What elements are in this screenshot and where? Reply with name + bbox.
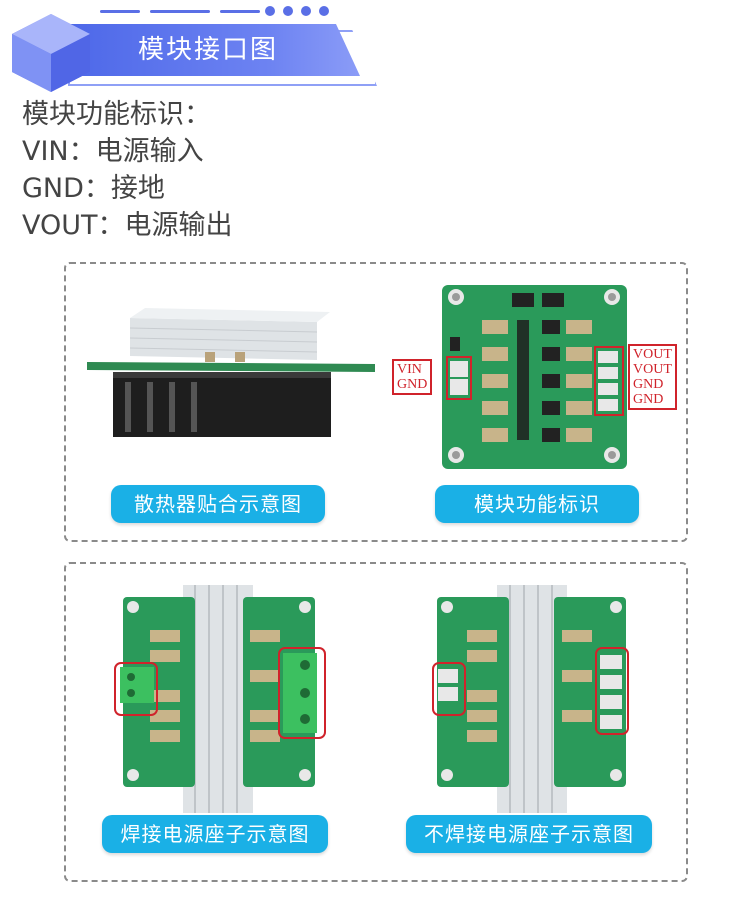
legend-gnd: GND：接地 [22, 173, 165, 204]
legend-heading: 模块功能标识： [22, 99, 211, 130]
output-label-vout-1: VOUT [633, 347, 672, 362]
input-label-vin: VIN [397, 362, 422, 377]
cube-icon [12, 14, 90, 92]
heatsink-side-image [87, 308, 375, 437]
output-label-vout-2: VOUT [633, 362, 672, 377]
legend-vout: VOUT：电源输出 [22, 210, 233, 241]
header-banner: 模块接口图 [0, 0, 750, 95]
top-panel [64, 262, 688, 542]
caption-heatsink: 散热器贴合示意图 [111, 485, 325, 523]
bottom-panel [64, 562, 688, 882]
caption-soldered-terminal: 焊接电源座子示意图 [102, 815, 328, 853]
output-label-box: VOUT VOUT GND GND [628, 344, 677, 410]
banner-dot [265, 6, 275, 16]
output-label-gnd-2: GND [633, 392, 664, 407]
caption-unsoldered-terminal: 不焊接电源座子示意图 [406, 815, 652, 853]
input-label-gnd: GND [397, 377, 428, 392]
caption-module-labels: 模块功能标识 [435, 485, 639, 523]
unsoldered-board-image [432, 585, 629, 813]
banner-bar [60, 24, 360, 76]
function-legend: 模块功能标识： VIN：电源输入 GND：接地 VOUT：电源输出 [22, 96, 233, 244]
legend-vin: VIN：电源输入 [22, 136, 204, 167]
module-board-image [442, 285, 627, 469]
output-label-gnd-1: GND [633, 377, 664, 392]
banner-dot [283, 6, 293, 16]
banner-dot [319, 6, 329, 16]
soldered-terminal-image [114, 585, 326, 813]
page-title: 模块接口图 [138, 35, 279, 65]
input-label-box: VIN GND [392, 359, 433, 395]
banner-dot [301, 6, 311, 16]
